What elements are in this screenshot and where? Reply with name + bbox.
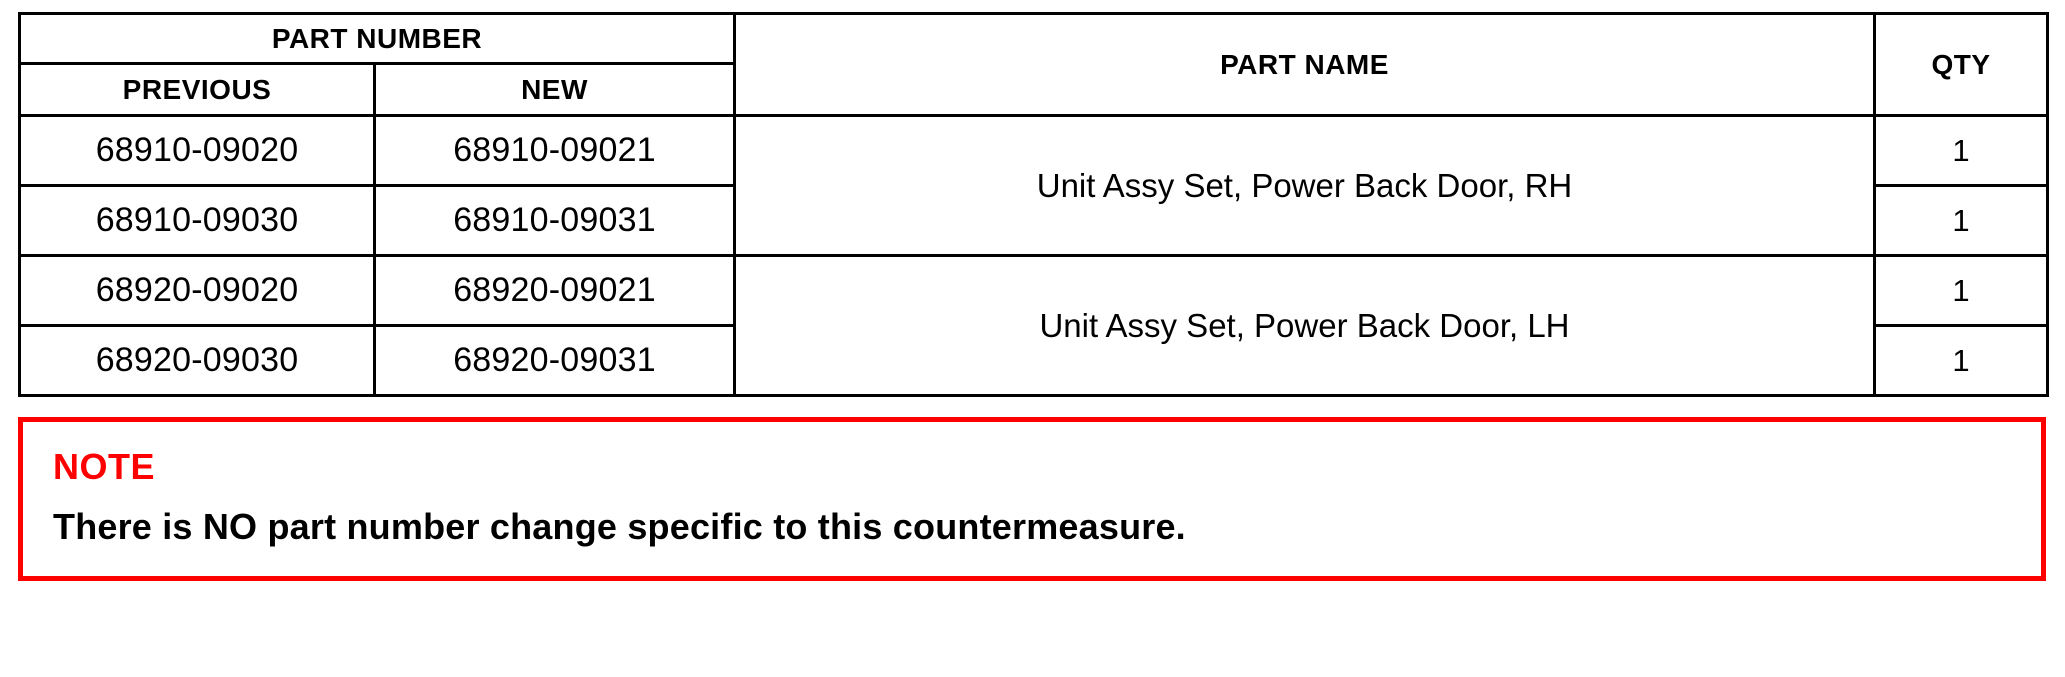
- header-row-group: PART NUMBER PART NAME QTY: [18, 12, 2049, 117]
- part-number-table: PART NUMBER PART NAME QTY PREVIOUS NEW 6…: [18, 12, 2049, 397]
- cell-new-part-number: 68920-09031: [373, 324, 736, 397]
- table-row: 68910-09020 68910-09021 Unit Assy Set, P…: [18, 114, 2049, 257]
- page-container: PART NUMBER PART NAME QTY PREVIOUS NEW 6…: [18, 12, 2049, 581]
- note-body: There is NO part number change specific …: [53, 505, 1186, 547]
- cell-part-name-rh: Unit Assy Set, Power Back Door, RH: [733, 114, 1876, 257]
- cell-previous-part-number: 68910-09030: [18, 184, 376, 257]
- cell-new-part-number: 68910-09021: [373, 114, 736, 187]
- table-body: 68910-09020 68910-09021 Unit Assy Set, P…: [18, 114, 2049, 397]
- note-box: NOTE There is NO part number change spec…: [18, 417, 2046, 581]
- table-row: 68920-09020 68920-09021 Unit Assy Set, P…: [18, 254, 2049, 397]
- cell-qty: 1: [1873, 254, 2049, 327]
- cell-qty: 1: [1873, 184, 2049, 257]
- table-header: PART NUMBER PART NAME QTY PREVIOUS NEW: [18, 12, 2049, 117]
- table-row: 68910-09030 68910-09031 1: [18, 184, 2049, 257]
- header-row-sub: PREVIOUS NEW: [18, 62, 2048, 117]
- header-previous: PREVIOUS: [18, 62, 376, 117]
- cell-previous-part-number: 68910-09020: [18, 114, 376, 187]
- cell-qty: 1: [1873, 324, 2049, 397]
- cell-qty: 1: [1873, 114, 2049, 187]
- cell-previous-part-number: 68920-09030: [18, 324, 376, 397]
- cell-new-part-number: 68910-09031: [373, 184, 736, 257]
- header-new: NEW: [373, 62, 736, 117]
- cell-part-name-lh: Unit Assy Set, Power Back Door, LH: [733, 254, 1876, 397]
- cell-previous-part-number: 68920-09020: [18, 254, 376, 327]
- header-part-number: PART NUMBER: [18, 12, 736, 65]
- header-qty: QTY: [1873, 12, 2049, 117]
- table-row: 68920-09030 68920-09031 1: [18, 324, 2049, 397]
- note-title: NOTE: [53, 446, 156, 487]
- cell-new-part-number: 68920-09021: [373, 254, 736, 327]
- header-part-name: PART NAME: [733, 12, 1876, 117]
